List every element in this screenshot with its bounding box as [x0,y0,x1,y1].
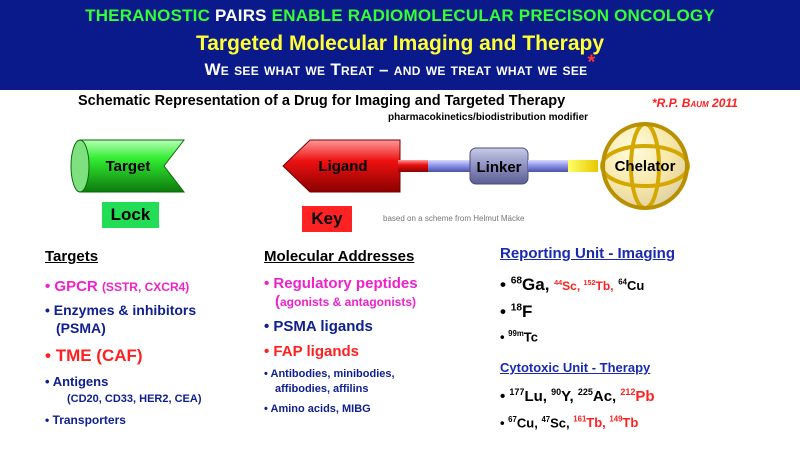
targets-enzymes: • Enzymes & inhibitors [45,302,197,318]
addresses-antibodies-detail: affibodies, affilins [275,383,369,395]
sc47-element: Sc, [550,415,570,431]
title-banner: THERANOSTIC PAIRS ENABLE RADIOMOLECULAR … [0,0,800,90]
pb-element: Pb [635,388,655,405]
addresses-fap: • FAP ligands [264,343,359,360]
tb161-element: Tb, [586,415,606,431]
tb-element: Tb, [595,279,614,293]
ligand-shape: Ligand [282,139,401,193]
reporting-row-2: • 18F [500,302,533,321]
sc-element: Sc, [562,279,581,293]
tme-label: TME (CAF) [55,346,143,365]
antigens-label: Antigens [52,374,109,389]
modifier-label: pharmacokinetics/biodistribution modifie… [388,112,589,123]
target-label: Target [106,158,151,175]
f-mass: 18 [510,302,523,314]
attribution: *R.P. Baum 2011 [652,96,738,110]
cu-mass: 64 [618,277,627,287]
linker-label: Linker [476,159,521,176]
ac-element: Ac, [592,388,617,405]
regulatory-detail: agonists & antagonists) [280,295,417,309]
reporting-row-3: • 99mTc [500,329,538,345]
psma-label: PSMA ligands [273,318,373,335]
tc-mass: 99m [508,329,524,338]
lu-mass: 177 [509,387,525,397]
targets-tme: • TME (CAF) [45,346,143,365]
targets-heading: Targets [45,248,99,265]
antibodies-label: Antibodies, minibodies, [270,368,395,380]
ga-element: Ga, [522,275,550,294]
lock-badge: Lock [102,202,159,228]
chelator-label: Chelator [615,158,676,175]
ga-mass: 68 [510,275,523,287]
ligand-label: Ligand [318,158,367,175]
addresses-antibodies: • Antibodies, minibodies, [264,368,395,380]
gpcr-detail: (SSTR, CXCR4) [101,280,190,294]
gpcr-label: GPCR [54,278,98,295]
cu-element: Cu [626,278,645,293]
cu67-mass: 67 [508,415,517,424]
cu67-element: Cu, [516,415,538,431]
pb-mass: 212 [620,387,636,397]
ac-mass: 225 [577,387,593,397]
banner-motto: We see what we Treat – and we treat what… [204,60,588,79]
tb149-mass: 149 [609,415,623,424]
drug-schematic: Target Ligand Linker Chelator [70,122,690,210]
f-element: F [522,302,533,321]
modifier-rod-right [528,160,570,172]
sc47-mass: 47 [541,415,551,424]
banner-asterisk: * [587,51,596,74]
target-shape: Target [70,139,186,193]
enzymes-label: Enzymes & inhibitors [53,302,197,318]
addresses-psma: • PSMA ligands [264,318,373,335]
y-mass: 90 [551,387,562,397]
y-element: Y, [561,388,574,405]
addresses-regulatory: • Regulatory peptides [264,275,418,292]
chelator-connector [568,160,598,172]
source-note: based on a scheme from Helmut Mäcke [383,214,525,223]
schematic-title: Schematic Representation of a Drug for I… [78,93,566,109]
banner-theranostic: THERANOSTIC [85,6,211,25]
key-badge: Key [302,206,352,232]
banner-line-2: Targeted Molecular Imaging and Therapy [195,32,605,55]
addresses-amino: • Amino acids, MIBG [264,403,371,415]
targets-gpcr: • GPCR (SSTR, CXCR4) [45,278,190,295]
cytotoxic-heading: Cytotoxic Unit - Therapy [500,360,651,375]
transporters-label: Transporters [52,413,126,427]
addresses-heading: Molecular Addresses [264,248,415,265]
regulatory-paren: ( [275,293,280,310]
lu-element: Lu, [524,388,547,405]
chelator-shape: Chelator [600,122,690,210]
banner-line-1: THERANOSTIC PAIRS ENABLE RADIOMOLECULAR … [0,6,800,26]
tb-mass: 152 [583,278,596,287]
reporting-heading: Reporting Unit - Imaging [500,245,675,262]
tb161-mass: 161 [573,415,587,424]
targets-antigens: • Antigens [45,374,109,389]
reporting-row-1: • 68Ga, 44Sc, 152Tb, 64Cu [500,275,645,294]
tc-element: Tc [523,329,538,345]
banner-line-3: We see what we Treat – and we treat what… [0,52,800,80]
linker-shape: Linker [469,147,529,185]
amino-label: Amino acids, MIBG [270,403,371,415]
cytotoxic-row-1: • 177Lu, 90Y, 225Ac, 212Pb [500,387,655,405]
regulatory-label: Regulatory peptides [273,275,418,292]
targets-antigens-detail: (CD20, CD33, HER2, CEA) [67,393,202,405]
banner-pairs: PAIRS [215,6,267,25]
addresses-regulatory-detail: (agonists & antagonists) [275,293,416,311]
targets-transporters: • Transporters [45,413,126,427]
banner-rest: ENABLE RADIOMOLECULAR PRECISON ONCOLOGY [271,6,715,25]
sc-mass: 44 [554,278,563,287]
modifier-rod-left [428,160,473,172]
ligand-spacer [398,160,430,172]
cytotoxic-row-2: • 67Cu, 47Sc, 161Tb, 149Tb [500,415,639,431]
targets-enzymes-detail: (PSMA) [56,320,106,336]
fap-label: FAP ligands [273,343,359,360]
tb149-element: Tb [622,415,639,431]
